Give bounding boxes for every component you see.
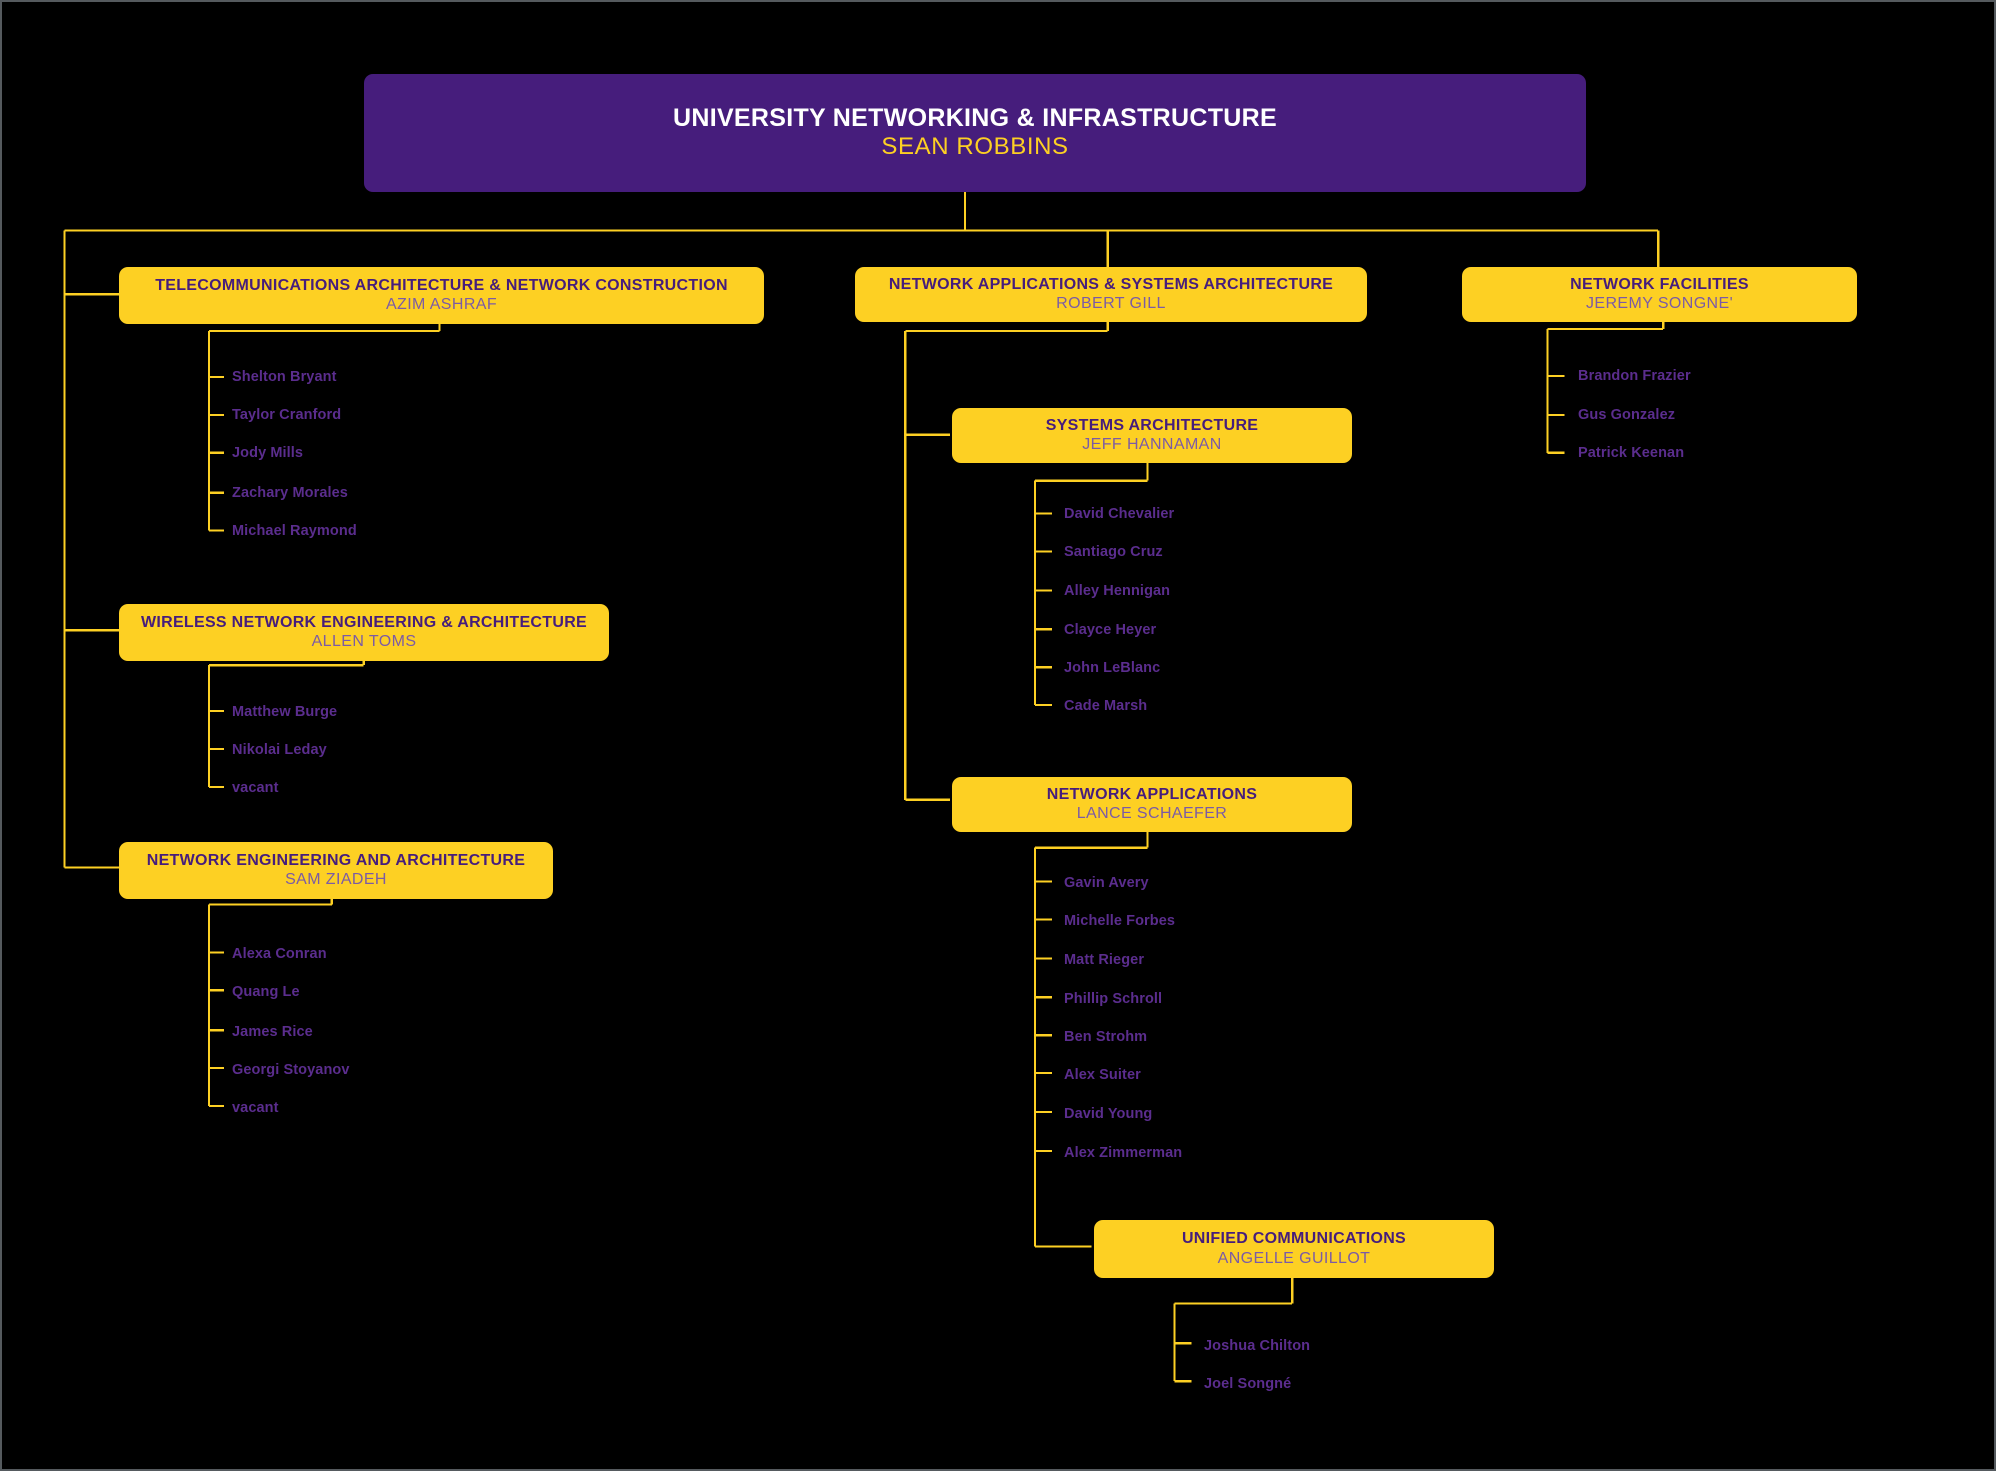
- node-wireless-person: ALLEN TOMS: [311, 633, 417, 651]
- leaf-item: Clayce Heyer: [1064, 622, 1157, 638]
- node-wireless[interactable]: WIRELESS NETWORK ENGINEERING & ARCHITECT…: [119, 604, 609, 661]
- leaf-item: Zachary Morales: [232, 485, 348, 501]
- leaf-item: Cade Marsh: [1064, 698, 1148, 714]
- leaf-item: Phillip Schroll: [1064, 991, 1163, 1007]
- leaf-item: Ben Strohm: [1064, 1029, 1148, 1045]
- node-unified-communications[interactable]: UNIFIED COMMUNICATIONS ANGELLE GUILLOT: [1094, 1220, 1494, 1278]
- leaf-item: John LeBlanc: [1064, 660, 1161, 676]
- node-network-applications[interactable]: NETWORK APPLICATIONS LANCE SCHAEFER: [952, 777, 1352, 832]
- leaf-item: Nikolai Leday: [232, 742, 327, 758]
- node-systems-architecture-person: JEFF HANNAMAN: [1082, 436, 1222, 454]
- leaf-item: Joel Songné: [1204, 1376, 1292, 1392]
- node-network-applications-systems-architecture-title: NETWORK APPLICATIONS & SYSTEMS ARCHITECT…: [888, 275, 1334, 293]
- leaf-item: James Rice: [232, 1024, 313, 1040]
- node-network-facilities-person: JEREMY SONGNE': [1585, 295, 1734, 313]
- node-network-engineering-architecture-title: NETWORK ENGINEERING AND ARCHITECTURE: [146, 851, 526, 869]
- leaf-item: Patrick Keenan: [1578, 445, 1685, 461]
- leaf-item: Alex Zimmerman: [1064, 1145, 1183, 1161]
- node-network-facilities[interactable]: NETWORK FACILITIES JEREMY SONGNE': [1462, 267, 1857, 322]
- leaf-item: Matthew Burge: [232, 704, 338, 720]
- leaf-item: Jody Mills: [232, 445, 304, 461]
- node-unified-communications-title: UNIFIED COMMUNICATIONS: [1181, 1230, 1407, 1248]
- node-network-facilities-title: NETWORK FACILITIES: [1570, 275, 1749, 293]
- leaf-item: Gavin Avery: [1064, 875, 1149, 891]
- node-network-engineering-architecture-person: SAM ZIADEH: [285, 871, 387, 889]
- leaf-item: Brandon Frazier: [1578, 368, 1691, 384]
- node-network-applications-systems-architecture-person: ROBERT GILL: [1056, 295, 1166, 313]
- leaf-item: Michael Raymond: [232, 523, 357, 539]
- node-network-applications-title: NETWORK APPLICATIONS: [1046, 785, 1258, 803]
- leaf-item: vacant: [232, 780, 279, 796]
- leaf-item: Shelton Bryant: [232, 369, 337, 385]
- leaf-item: David Young: [1064, 1106, 1153, 1122]
- leaf-item: Gus Gonzalez: [1578, 407, 1676, 423]
- leaf-item: vacant: [232, 1100, 279, 1116]
- leaf-item: David Chevalier: [1064, 506, 1175, 522]
- leaf-item: Joshua Chilton: [1204, 1338, 1311, 1354]
- node-telecom-title: TELECOMMUNICATIONS ARCHITECTURE & NETWOR…: [155, 276, 728, 294]
- node-root-person: SEAN ROBBINS: [881, 132, 1069, 160]
- node-root[interactable]: UNIVERSITY NETWORKING & INFRASTRUCTURE S…: [364, 74, 1586, 192]
- node-wireless-title: WIRELESS NETWORK ENGINEERING & ARCHITECT…: [140, 613, 588, 631]
- node-telecom[interactable]: TELECOMMUNICATIONS ARCHITECTURE & NETWOR…: [119, 267, 764, 324]
- leaf-item: Santiago Cruz: [1064, 544, 1163, 560]
- node-unified-communications-person: ANGELLE GUILLOT: [1217, 1249, 1371, 1267]
- node-root-title: UNIVERSITY NETWORKING & INFRASTRUCTURE: [672, 104, 1277, 133]
- node-network-applications-systems-architecture[interactable]: NETWORK APPLICATIONS & SYSTEMS ARCHITECT…: [855, 267, 1367, 322]
- leaf-item: Taylor Cranford: [232, 407, 342, 423]
- leaf-item: Georgi Stoyanov: [232, 1062, 350, 1078]
- leaf-item: Quang Le: [232, 984, 300, 1000]
- node-telecom-person: AZIM ASHRAF: [385, 296, 498, 314]
- leaf-item: Alex Suiter: [1064, 1067, 1141, 1083]
- leaf-item: Alexa Conran: [232, 946, 327, 962]
- leaf-item: Alley Hennigan: [1064, 583, 1171, 599]
- node-systems-architecture[interactable]: SYSTEMS ARCHITECTURE JEFF HANNAMAN: [952, 408, 1352, 463]
- node-network-applications-person: LANCE SCHAEFER: [1076, 805, 1228, 823]
- node-systems-architecture-title: SYSTEMS ARCHITECTURE: [1045, 416, 1259, 434]
- leaf-item: Matt Rieger: [1064, 952, 1145, 968]
- leaf-item: Michelle Forbes: [1064, 913, 1176, 929]
- node-network-engineering-architecture[interactable]: NETWORK ENGINEERING AND ARCHITECTURE SAM…: [119, 842, 553, 899]
